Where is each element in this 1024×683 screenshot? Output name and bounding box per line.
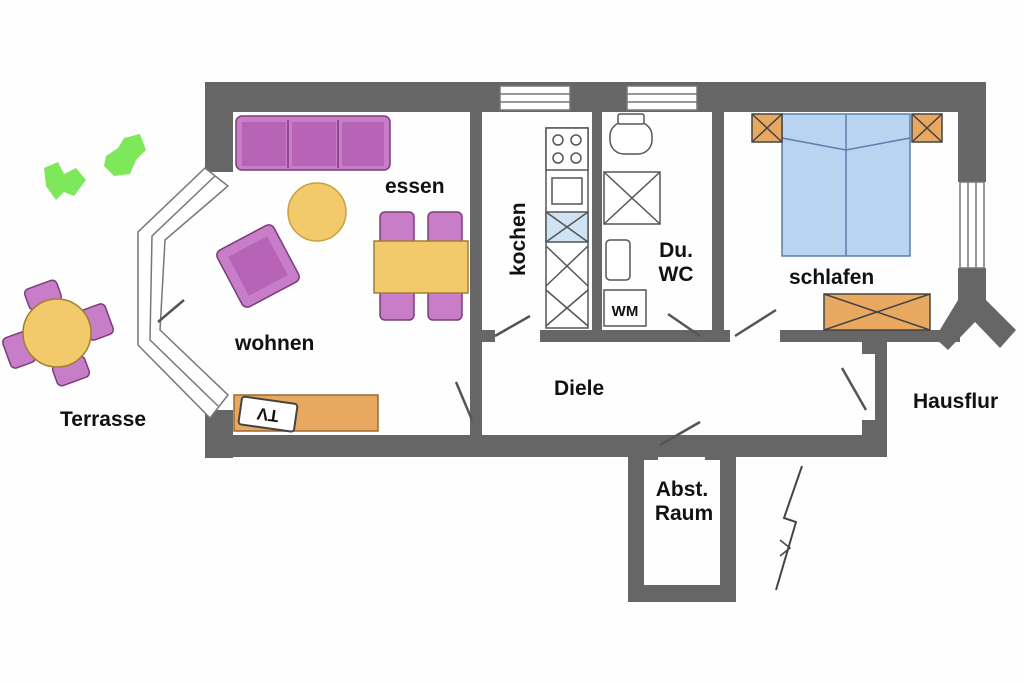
dining-set xyxy=(373,211,469,321)
doors xyxy=(157,299,868,447)
wall-kochen-bottom-a xyxy=(470,330,495,342)
terrace-table xyxy=(22,298,92,368)
nightstands xyxy=(751,113,943,143)
window-kochen xyxy=(499,85,571,111)
wall-bath-bedroom xyxy=(712,112,724,342)
label-raum: Raum xyxy=(655,502,713,525)
wall-left-upper xyxy=(205,82,233,172)
entrance-arrow xyxy=(775,465,803,591)
wall-hausflur-corner xyxy=(935,300,1016,350)
label-essen: essen xyxy=(385,175,445,198)
kitchen-unit xyxy=(545,127,589,329)
tv-set: TV xyxy=(237,395,299,433)
window-bath xyxy=(626,85,698,111)
wall-kochen-bath xyxy=(592,112,602,342)
label-wc: WC xyxy=(659,263,694,286)
wall-kochen-bath-bottom xyxy=(540,330,730,342)
door-terrace xyxy=(157,299,185,323)
windows xyxy=(137,85,985,420)
stove xyxy=(545,127,589,171)
wall-bottom xyxy=(205,435,885,457)
wall-top xyxy=(205,82,985,112)
wall-storage-left xyxy=(628,457,644,602)
label-abst: Abst. xyxy=(656,478,709,501)
toilet xyxy=(609,121,653,155)
washing-machine xyxy=(603,289,647,327)
bathroom-fixtures: WM xyxy=(603,113,661,327)
door-kochen xyxy=(494,314,531,338)
wm-label: WM xyxy=(612,303,639,320)
walls xyxy=(205,82,1016,602)
tv-label: TV xyxy=(255,404,280,426)
door-bedroom xyxy=(734,308,777,338)
plant-left xyxy=(44,162,86,200)
kitchen-sink xyxy=(551,177,583,205)
label-wohnen: wohnen xyxy=(234,332,314,355)
door-entry xyxy=(840,367,868,411)
label-hausflur: Hausflur xyxy=(913,390,998,413)
window-bay xyxy=(137,167,230,420)
wall-bedroom-bottom xyxy=(780,330,960,342)
wall-storage-right xyxy=(720,457,736,602)
door-storage xyxy=(659,420,701,447)
wall-living-diele xyxy=(470,342,482,437)
wall-kochen-left xyxy=(470,112,482,342)
wall-storage-bottom xyxy=(628,585,736,602)
door-bath xyxy=(667,312,701,338)
wall-entry-bottom xyxy=(862,420,887,457)
label-diele: Diele xyxy=(554,377,604,400)
living-room-furniture xyxy=(216,115,391,308)
door-living xyxy=(454,381,474,421)
label-du: Du. xyxy=(659,239,693,262)
washbasin xyxy=(605,239,631,281)
wall-right-upper xyxy=(958,82,986,182)
label-schlafen: schlafen xyxy=(789,266,874,289)
plant-right xyxy=(104,134,146,176)
wall-storage-top-left xyxy=(628,440,658,460)
wardrobe xyxy=(823,293,931,331)
label-kochen: kochen xyxy=(507,202,530,276)
bed xyxy=(781,113,911,257)
dining-table xyxy=(373,240,469,294)
coffee-table xyxy=(287,182,347,242)
wall-storage-top-right xyxy=(705,440,736,460)
label-terrasse: Terrasse xyxy=(60,408,146,431)
window-bedroom xyxy=(959,181,985,269)
